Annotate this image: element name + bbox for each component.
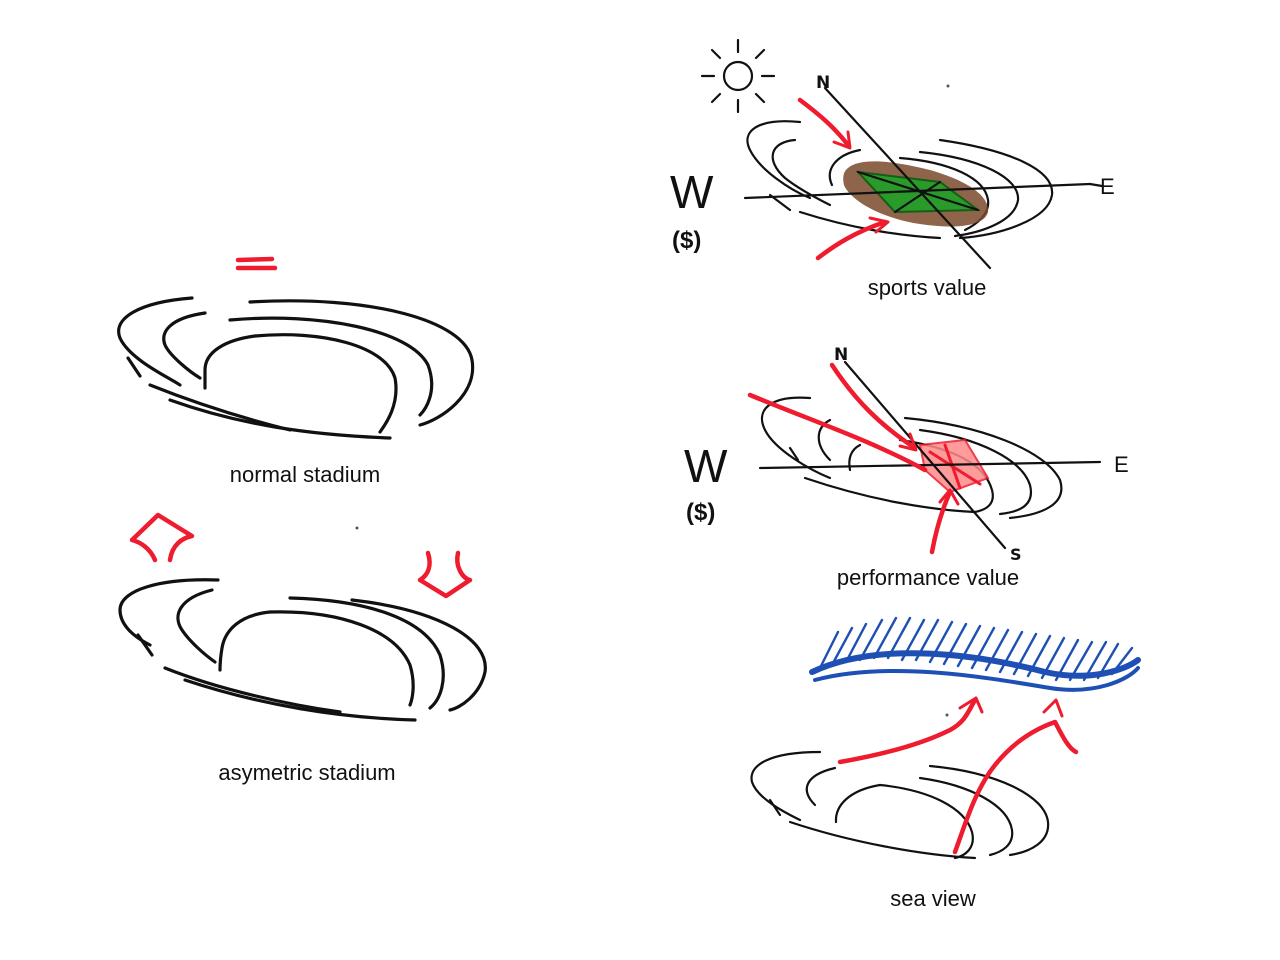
caption-sea-view: sea view <box>890 886 976 911</box>
sports-stadium-sketch <box>746 120 1054 240</box>
caption-normal-stadium: normal stadium <box>230 462 380 487</box>
caption-performance-value: performance value <box>837 565 1019 590</box>
normal-stadium-sketch <box>117 296 475 440</box>
performance-arrows <box>747 362 960 555</box>
caption-asymetric-stadium: asymetric stadium <box>218 760 395 785</box>
performance-east-label: E <box>1114 452 1129 477</box>
down-arrow-icon <box>417 550 473 599</box>
sports-compass <box>743 86 1104 270</box>
sports-east-label: E <box>1100 174 1115 199</box>
performance-compass <box>758 360 1102 550</box>
sports-north-label: N <box>816 73 830 93</box>
sun-icon <box>700 38 776 114</box>
sea-view-arrows <box>837 696 1079 855</box>
up-arrow-icon <box>129 512 195 563</box>
performance-north-label: N <box>834 345 848 365</box>
sports-arrows <box>797 97 890 261</box>
sea-hatching <box>809 616 1141 692</box>
performance-west-label: W <box>684 440 728 492</box>
sports-west-label: W <box>670 166 714 218</box>
sea-view-stadium-sketch <box>750 750 1050 860</box>
equal-sign-symbol <box>235 256 278 271</box>
paper-specks <box>355 84 950 717</box>
sports-west-note: ($) <box>672 227 701 254</box>
performance-stage <box>918 438 990 494</box>
caption-sports-value: sports value <box>868 275 987 300</box>
performance-south-label: S <box>1010 545 1022 564</box>
performance-west-note: ($) <box>686 499 715 526</box>
asymetric-stadium-sketch <box>118 578 487 722</box>
